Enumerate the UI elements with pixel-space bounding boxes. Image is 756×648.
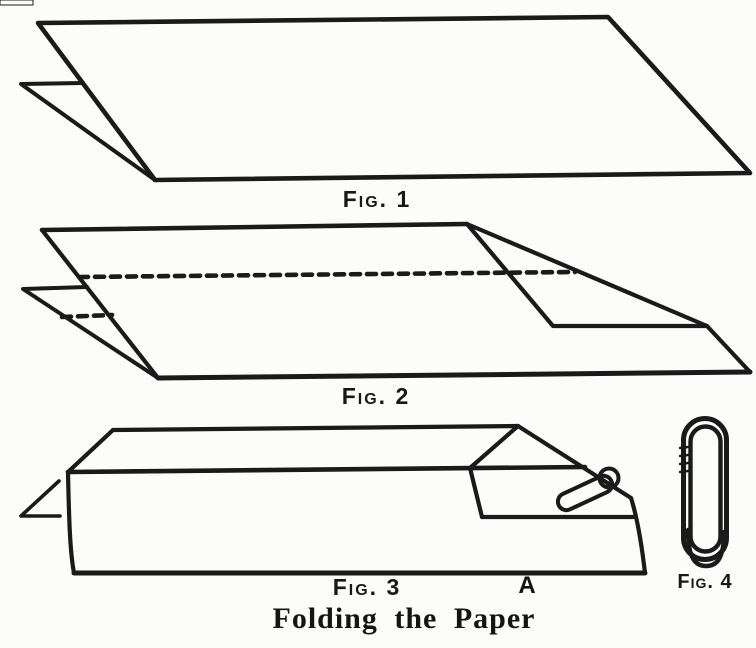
fig3-folded-band-drawing <box>19 423 648 576</box>
fig3-point-a-label: A <box>518 572 536 599</box>
fig4-paperclip-icon <box>678 416 729 569</box>
fig4-label: Fig. 4 <box>677 571 733 593</box>
fig1-label: Fig. 1 <box>342 186 412 212</box>
fig3-label: Fig. 3 <box>332 574 402 600</box>
scan-edge-artifact <box>0 0 34 6</box>
clip-wire-hatch-marks <box>678 445 690 474</box>
fold-crease-dashed-line-flap <box>59 312 115 320</box>
fig1-folded-sheet-drawing <box>19 14 753 183</box>
fig2-label: Fig. 2 <box>341 383 411 409</box>
fig3-paperclip-icon <box>555 466 621 513</box>
fig2-dashed-fold-drawing <box>21 221 753 381</box>
page-caption: Folding the Paper <box>272 602 536 635</box>
fold-crease-dashed-line <box>76 269 578 280</box>
